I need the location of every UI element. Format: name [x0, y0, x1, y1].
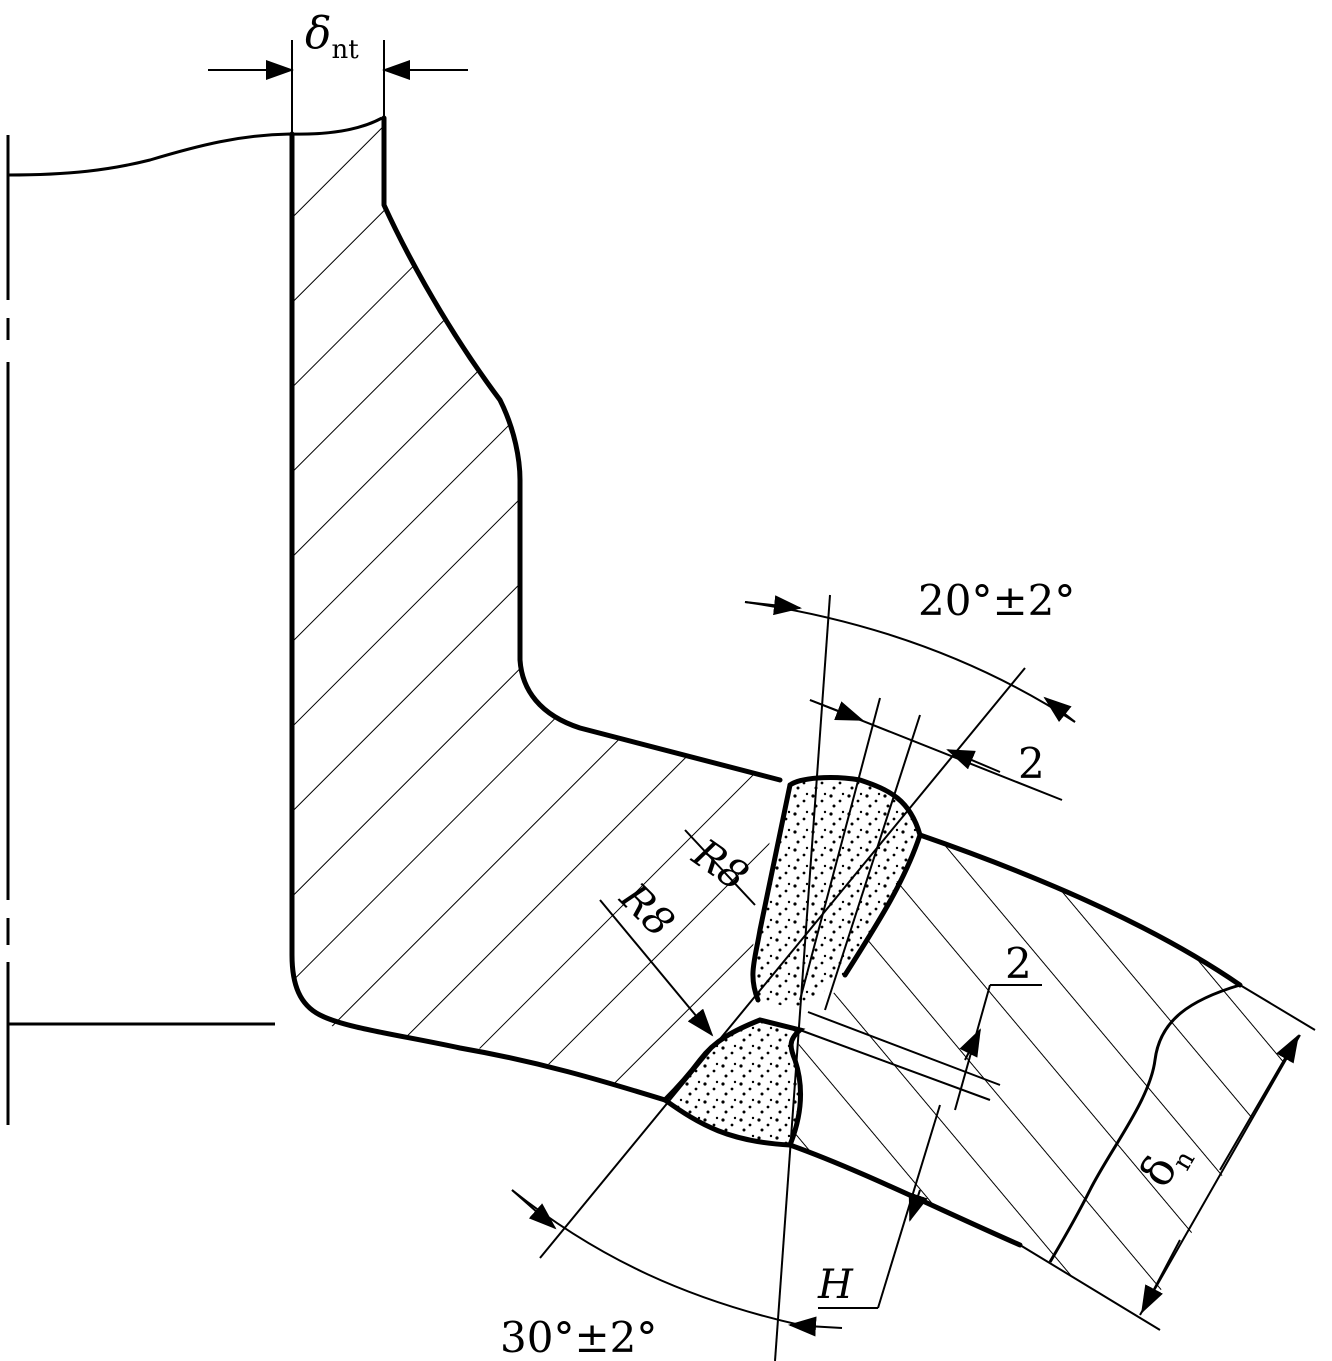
label-dim-2-right: 2	[1005, 939, 1032, 988]
shell-bottom-outline	[787, 1142, 1023, 1248]
weld-metal-upper	[753, 777, 920, 1010]
nozzle-outline	[289, 131, 668, 1103]
label-angle-bottom: 30°±2°	[500, 1313, 657, 1361]
centerline	[6, 135, 275, 1125]
shell-body	[790, 835, 1300, 1320]
label-angle-top: 20°±2°	[918, 576, 1075, 625]
weld-metal-lower	[661, 1017, 806, 1148]
nozzle-outer-outline	[381, 115, 783, 783]
label-delta-nt: δnt	[305, 8, 359, 65]
nozzle-body	[292, 118, 780, 1100]
break-line-right	[1048, 983, 1241, 1263]
shell-top-outline	[917, 832, 1243, 988]
dimension-lines	[208, 40, 1316, 1361]
label-dim-2-top: 2	[1018, 739, 1045, 788]
label-h: H	[817, 1262, 854, 1308]
